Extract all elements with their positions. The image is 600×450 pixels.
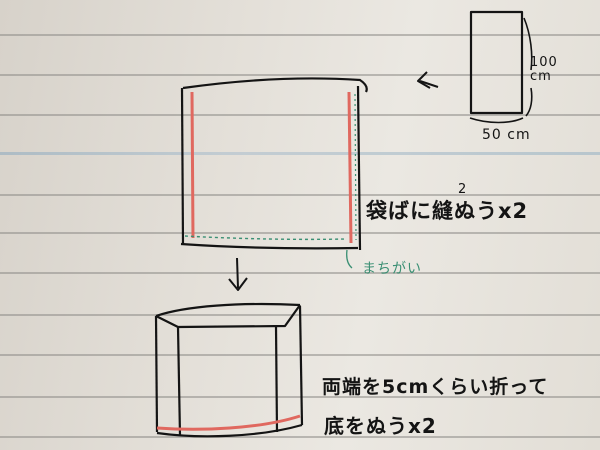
ruled-line	[0, 152, 600, 155]
step1-number: 2	[458, 182, 468, 197]
ruled-line	[0, 436, 600, 438]
ruled-line	[0, 34, 600, 36]
ruled-line	[0, 74, 600, 76]
ruled-line	[0, 232, 600, 234]
step2-instruction-line1: 両端を5cmくらい折って	[322, 376, 549, 398]
step1-instruction: 袋ばに縫ぬうx2	[366, 199, 529, 223]
folded-fabric-sketch	[180, 77, 368, 269]
mistake-note: まちがい	[362, 261, 422, 277]
step2-instruction-line2: 底をぬうx2	[324, 414, 437, 438]
arrow-left-icon	[417, 71, 439, 89]
ruled-line	[0, 272, 600, 274]
width-label: 50 cm	[482, 127, 531, 143]
length-label: 100 cm	[530, 55, 558, 85]
ruled-line	[0, 396, 600, 398]
ruled-line	[0, 114, 600, 116]
fabric-piece-sketch	[469, 10, 533, 124]
ruled-line	[0, 194, 600, 196]
bag-sketch	[154, 302, 304, 438]
arrow-down-icon	[228, 257, 248, 291]
